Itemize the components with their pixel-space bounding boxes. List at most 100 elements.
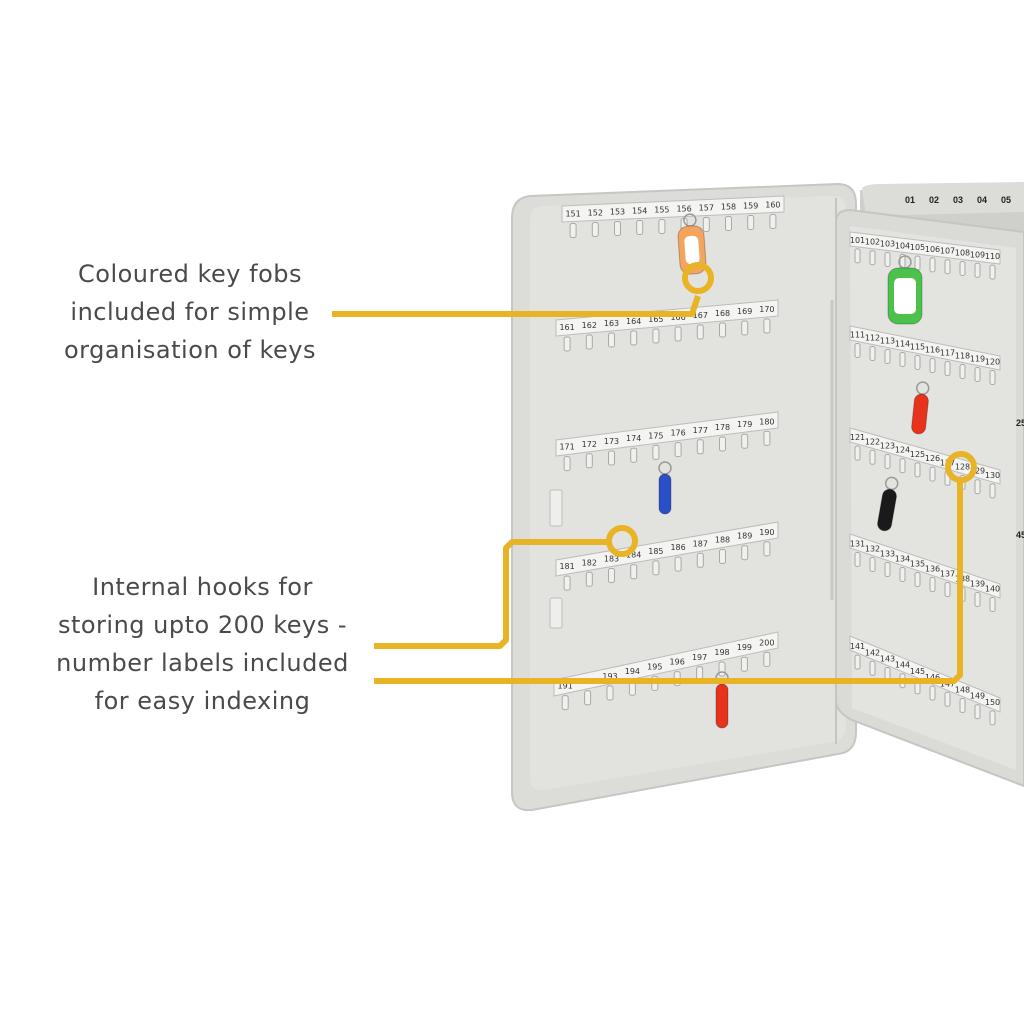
door-top-strip — [862, 182, 1024, 216]
hook-number: 186 — [670, 543, 685, 552]
hook-number: 159 — [743, 202, 758, 211]
hook-number: 113 — [880, 337, 895, 346]
fob-body — [658, 473, 672, 515]
hook-number: 187 — [693, 539, 708, 548]
callout-key-fobs-line-1: Coloured key fobs — [78, 260, 302, 288]
hook — [899, 352, 906, 367]
hook-number: 154 — [632, 207, 647, 216]
label-strip — [849, 325, 1001, 371]
door-top-label: 04 — [977, 195, 987, 205]
hook-number: 112 — [865, 334, 880, 343]
hook — [854, 445, 861, 461]
hook — [884, 562, 891, 577]
hook-number: 183 — [604, 555, 619, 564]
hook — [740, 656, 748, 672]
hook-number: 174 — [626, 434, 641, 443]
hook-number: 161 — [559, 323, 574, 332]
hook — [884, 454, 891, 469]
hook — [652, 444, 660, 460]
hook-number: 108 — [955, 249, 970, 258]
hook — [914, 255, 921, 271]
hook-number: 178 — [715, 423, 730, 432]
hook — [696, 552, 704, 568]
hook-number: 180 — [759, 417, 774, 426]
hook — [899, 567, 906, 582]
hook — [959, 364, 966, 379]
hook — [585, 334, 593, 350]
hook — [652, 560, 660, 576]
hook-number: 149 — [970, 692, 985, 701]
hook — [719, 549, 726, 564]
hook-number: 115 — [910, 343, 925, 352]
hook-number: 196 — [670, 658, 685, 667]
hook-number: 185 — [648, 547, 663, 556]
hook-number: 133 — [880, 550, 895, 559]
hook — [944, 691, 951, 707]
hook — [718, 661, 726, 677]
hook — [658, 219, 666, 234]
hook-number: 162 — [582, 321, 597, 330]
hook-number: 123 — [880, 442, 895, 451]
label-strip — [555, 299, 779, 337]
fob-label-window — [894, 278, 916, 314]
hook-number: 106 — [925, 245, 940, 254]
connector-markers — [606, 262, 977, 557]
hook-number: 121 — [850, 433, 865, 442]
hook-number: 156 — [676, 205, 691, 214]
hook-number: 195 — [647, 662, 662, 671]
hook-number: 175 — [648, 431, 663, 440]
hook-number: 124 — [895, 446, 910, 455]
hook — [674, 556, 682, 572]
hook — [869, 660, 876, 676]
hook-number: 143 — [880, 655, 895, 664]
green-fob — [887, 255, 923, 325]
hook-number: 184 — [626, 551, 641, 560]
edge-label: 45 — [1016, 530, 1024, 540]
hook-number: 181 — [559, 562, 574, 571]
hook — [652, 328, 660, 344]
hinge-lower — [549, 597, 563, 629]
label-strip — [555, 411, 779, 457]
hook — [630, 330, 638, 346]
hook-number: 164 — [626, 317, 641, 326]
hook-number: 170 — [759, 305, 774, 314]
hook-number: 110 — [985, 252, 1000, 261]
hook-number: 119 — [970, 355, 985, 364]
hook — [974, 479, 981, 495]
hook — [614, 221, 621, 236]
hook — [989, 710, 996, 726]
hook-number: 200 — [759, 638, 774, 647]
hook — [741, 320, 749, 336]
hook — [591, 222, 599, 237]
hook-number: 130 — [985, 471, 1000, 480]
hook-number: 105 — [910, 243, 925, 252]
hook-number: 169 — [737, 307, 752, 316]
callout-key-fobs-line-2: included for simple — [70, 298, 310, 326]
black-fob — [877, 476, 899, 532]
door-top-label: 01 — [905, 195, 915, 205]
hook — [584, 690, 592, 706]
hook-number: 197 — [692, 653, 707, 662]
hook — [563, 336, 571, 352]
hook-number: 150 — [985, 698, 1000, 707]
hook — [854, 654, 861, 670]
hook-number: 151 — [565, 210, 580, 219]
hook — [974, 262, 981, 278]
hook-number: 165 — [648, 315, 663, 324]
hook-number: 172 — [582, 440, 597, 449]
hook-number: 117 — [940, 349, 955, 358]
hook — [741, 433, 749, 449]
hook — [763, 651, 771, 667]
hook-number: 198 — [714, 648, 729, 657]
hook — [561, 695, 569, 711]
hook — [606, 685, 614, 701]
hook-number: 104 — [895, 241, 910, 250]
hook — [959, 261, 966, 276]
hook — [974, 367, 981, 382]
hook — [944, 582, 951, 597]
hook — [989, 483, 996, 499]
